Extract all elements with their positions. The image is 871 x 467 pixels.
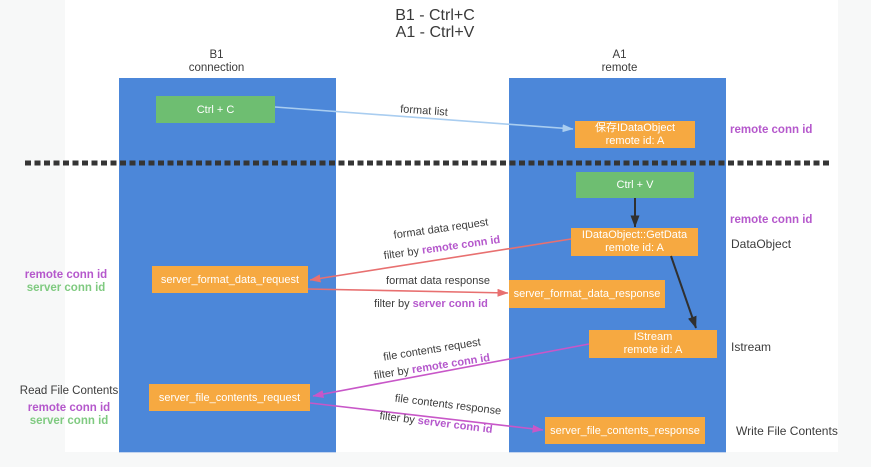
filter-key-server-conn-id: server conn id [412, 298, 488, 310]
node-save-dataobject: 保存IDataObject remote id: A [575, 121, 695, 148]
title-line-1: B1 - Ctrl+C [395, 7, 475, 24]
title-line-2: A1 - Ctrl+V [395, 24, 475, 41]
left-server-conn-id-2: server conn id [29, 415, 109, 427]
diagram-title: B1 - Ctrl+C A1 - Ctrl+V [345, 7, 525, 41]
node-ctrl-v: Ctrl + V [576, 172, 694, 198]
left-server-conn-id: server conn id [26, 282, 106, 294]
left-column-header: B1 connection [108, 49, 325, 75]
left-column-role: connection [188, 62, 245, 74]
label-format-data-response-filter: filter by server conn id [374, 298, 488, 310]
right-column-name: A1 [612, 49, 627, 61]
node-format-request: server_format_data_request [152, 266, 308, 293]
left-remote-conn-id: remote conn id [24, 269, 108, 281]
node-file-request: server_file_contents_request [149, 384, 310, 411]
node-ctrl-c-label: Ctrl + C [196, 103, 235, 116]
node-format-response: server_format_data_response [509, 280, 665, 308]
node-getdata-line1: IDataObject::GetData [581, 229, 688, 241]
right-write-file-contents-label: Write File Contents [736, 424, 838, 438]
node-save-dataobject-line1: 保存IDataObject [594, 121, 676, 134]
node-getdata: IDataObject::GetData remote id: A [571, 228, 698, 256]
left-conn-id-legend: remote conn id server conn id [16, 269, 116, 295]
node-getdata-line2: remote id: A [605, 242, 664, 254]
node-istream-line2: remote id: A [623, 344, 683, 356]
right-dataobject-label: DataObject [731, 237, 792, 251]
right-column-role: remote [601, 62, 638, 74]
node-file-request-label: server_file_contents_request [158, 391, 301, 404]
right-remote-conn-id-1: remote conn id [730, 124, 813, 136]
read-file-contents-legend: Read File Contents remote conn id server… [14, 385, 124, 428]
read-file-contents-label: Read File Contents [19, 385, 119, 397]
node-file-response-label: server_file_contents_response [550, 424, 700, 437]
node-format-request-label: server_format_data_request [160, 273, 300, 286]
node-save-dataobject-line2: remote id: A [605, 134, 665, 147]
label-format-data-response: format data response [386, 275, 490, 287]
node-ctrl-v-label: Ctrl + V [616, 179, 654, 191]
node-istream-line1: IStream [633, 331, 673, 343]
node-format-response-label: server_format_data_response [513, 288, 661, 300]
right-istream-label: Istream [731, 340, 772, 354]
left-remote-conn-id-2: remote conn id [27, 402, 111, 414]
right-column-header: A1 remote [511, 49, 728, 75]
left-column-name: B1 [209, 49, 224, 61]
node-istream: IStream remote id: A [589, 330, 717, 358]
right-remote-conn-id-2: remote conn id [730, 214, 813, 226]
node-file-response: server_file_contents_response [545, 417, 705, 444]
node-ctrl-c: Ctrl + C [156, 96, 275, 123]
filter-prefix: filter by [374, 298, 410, 310]
